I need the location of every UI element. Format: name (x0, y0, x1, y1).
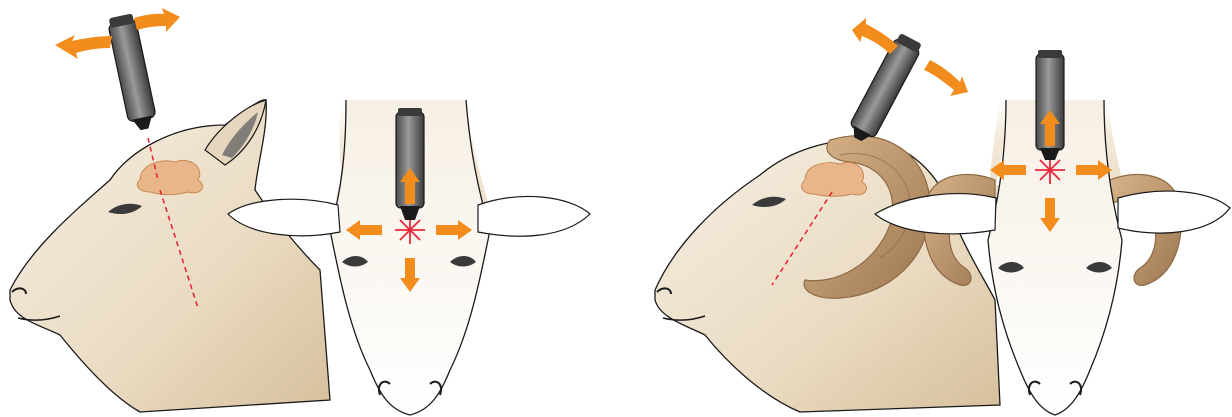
side-head-body (10, 100, 330, 412)
panel-horned (655, 18, 1230, 415)
panel-hornless (10, 8, 590, 415)
captive-bolt-device-icon (107, 13, 159, 132)
front-ear-right (478, 196, 590, 236)
front-ear-right (1118, 191, 1230, 233)
brain-icon (802, 162, 867, 196)
